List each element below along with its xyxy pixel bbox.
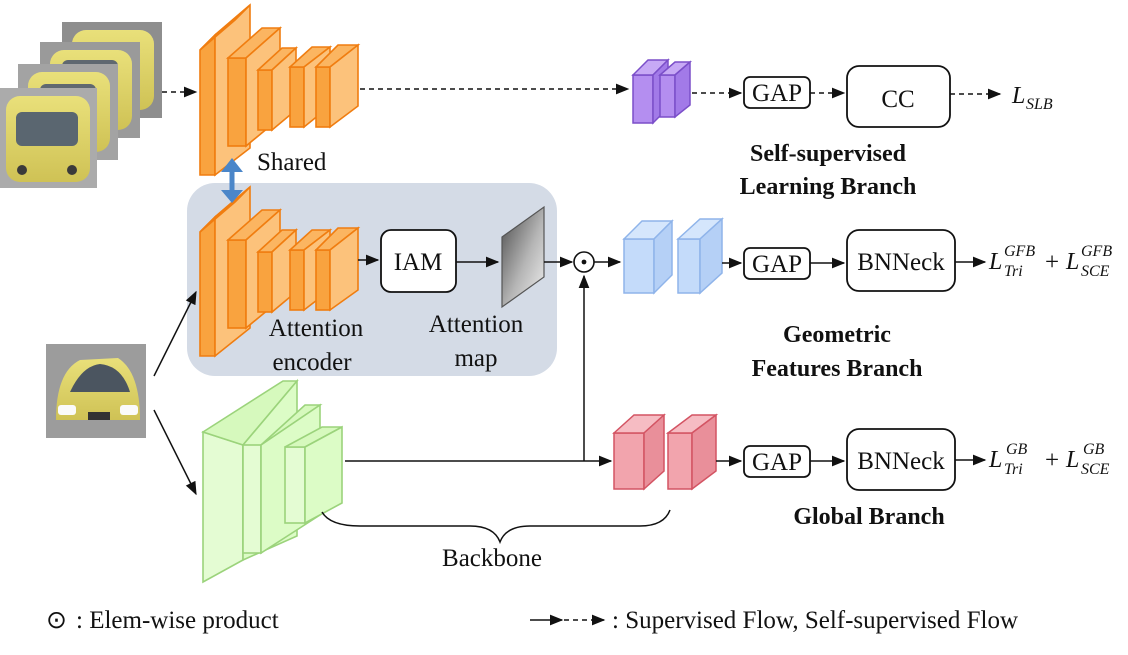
bnneck-g-label: BNNeck (857, 448, 945, 475)
loss-gf-plus: + (1045, 249, 1059, 276)
iam-label: IAM (394, 249, 443, 276)
legend-product-symbol: ⊙ (46, 607, 67, 634)
bnneck-box-g: BNNeck (846, 428, 956, 491)
iam-box: IAM (380, 229, 457, 293)
loss-ssl: L SLB (1011, 83, 1053, 113)
ssl-branch-title-1: Self-supervised (750, 141, 907, 167)
backbone-blocks (201, 378, 343, 584)
shared-encoder-blocks (199, 3, 361, 177)
loss-g: L GB Tri + L GB SCE (988, 441, 1110, 478)
loss-gf-sup1: GFB (1004, 243, 1035, 260)
arrow-input-to-encoder (153, 290, 197, 377)
gf-branch-title-1: Geometric (783, 322, 891, 348)
gap-g-label: GAP (752, 449, 802, 476)
global-branch-title: Global Branch (793, 504, 944, 530)
attention-encoder-blocks (199, 185, 361, 358)
car-image-front (0, 88, 97, 188)
flow-arrows (153, 83, 1002, 496)
loss-gf: L GFB Tri + L GFB SCE (988, 243, 1112, 280)
backbone-brace (321, 509, 671, 545)
cc-label: CC (881, 86, 914, 113)
loss-g-sup2: GB (1083, 441, 1105, 458)
loss-g-sub1: Tri (1004, 461, 1023, 478)
attention-encoder-label-1: Attention (269, 315, 364, 342)
loss-gf-sup2: GFB (1081, 243, 1112, 260)
ssl-feature-blocks (631, 58, 693, 125)
ssl-branch-title-2: Learning Branch (740, 174, 917, 200)
bnneck-box-gf: BNNeck (846, 229, 956, 292)
loss-gf-base2: L (1065, 249, 1079, 275)
gap-gf-label: GAP (752, 251, 802, 278)
loss-g-base2: L (1065, 447, 1079, 473)
cc-box: CC (846, 65, 951, 128)
loss-ssl-base: L (1011, 83, 1025, 109)
loss-ssl-sub: SLB (1026, 96, 1053, 113)
loss-g-plus: + (1045, 447, 1059, 474)
attention-map-label-2: map (454, 345, 497, 372)
car-image-input (46, 344, 146, 438)
attention-map-label-1: Attention (429, 311, 524, 338)
legend-product-text: : Elem-wise product (76, 607, 279, 634)
gap-box-g: GAP (743, 445, 811, 478)
loss-gf-base1: L (988, 249, 1002, 275)
bnneck-gf-label: BNNeck (857, 249, 945, 276)
loss-g-sup1: GB (1006, 441, 1028, 458)
loss-gf-sub2: SCE (1081, 263, 1110, 280)
global-feature-blocks (612, 413, 719, 491)
arrow-input-to-backbone (153, 409, 197, 496)
gap-box-ssl: GAP (743, 76, 811, 109)
backbone-label: Backbone (442, 545, 542, 572)
shared-label: Shared (257, 149, 327, 176)
attention-map-plate (501, 205, 545, 309)
loss-g-base1: L (988, 447, 1002, 473)
geometric-feature-blocks (622, 217, 724, 295)
gf-branch-title-2: Features Branch (752, 356, 923, 382)
gap-ssl-label: GAP (752, 80, 802, 107)
legend-flow-text: : Supervised Flow, Self-supervised Flow (612, 607, 1018, 634)
car-image-stack (0, 22, 162, 188)
loss-g-sub2: SCE (1081, 461, 1110, 478)
gap-box-gf: GAP (743, 247, 811, 280)
attention-encoder-label-2: encoder (272, 349, 352, 376)
loss-gf-sub1: Tri (1004, 263, 1023, 280)
legend: ⊙ : Elem-wise product : Supervised Flow,… (46, 607, 1018, 634)
elem-wise-product-node (573, 251, 595, 273)
shared-weight-arrow (221, 158, 243, 203)
